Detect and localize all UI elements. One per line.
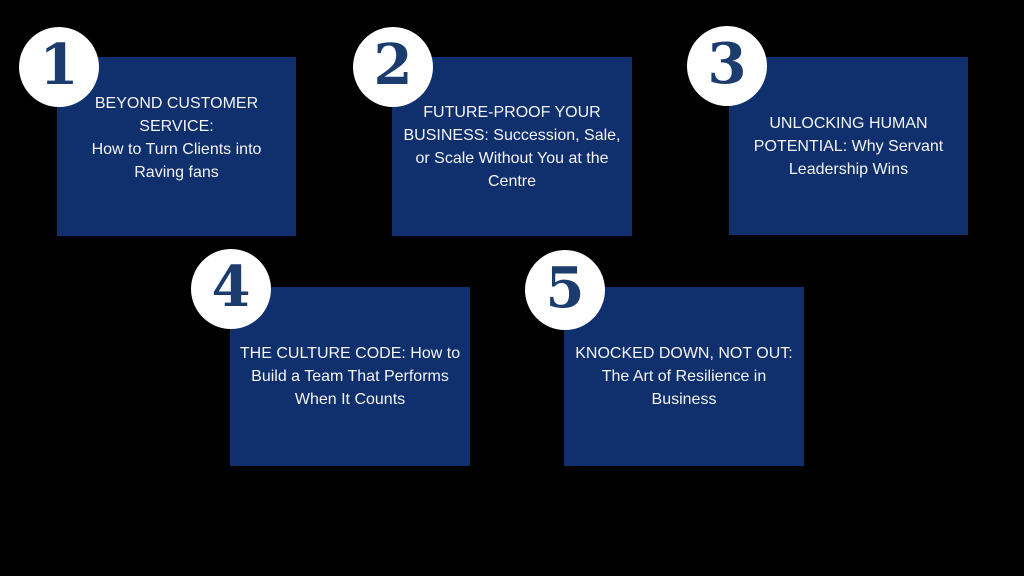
number-badge-4: 4 [191, 249, 271, 329]
number-label: 2 [373, 32, 413, 98]
number-label: 3 [707, 31, 747, 97]
number-badge-5: 5 [525, 250, 605, 330]
number-badge-2: 2 [353, 27, 433, 107]
number-label: 5 [545, 255, 585, 321]
number-badge-1: 1 [19, 27, 99, 107]
number-label: 4 [211, 254, 251, 320]
topic-card-5-box: KNOCKED DOWN, NOT OUT:The Art of Resilie… [564, 287, 804, 466]
number-badge-3: 3 [687, 26, 767, 106]
number-label: 1 [39, 32, 79, 98]
card-title: KNOCKED DOWN, NOT OUT:The Art of Resilie… [575, 345, 793, 408]
